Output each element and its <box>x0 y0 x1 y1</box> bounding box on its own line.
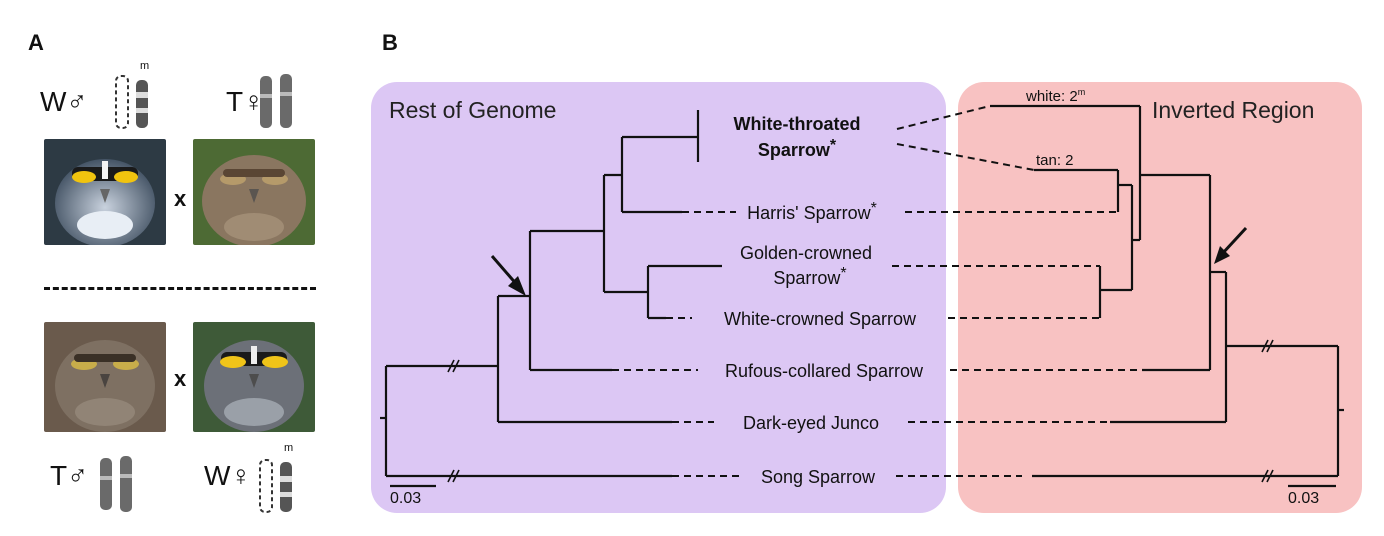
panel-b-letter: B <box>382 30 398 55</box>
top-left-m-mark: m <box>140 60 150 72</box>
rest-of-genome-title: Rest of Genome <box>389 97 556 123</box>
rest-of-genome-region <box>371 82 946 513</box>
taxon-label-golden-crowned-line2: Sparrow* <box>773 265 846 288</box>
taxon-label-golden-crowned: Golden-crowned <box>740 243 872 263</box>
top-right-sex-label: T♀ <box>226 86 265 117</box>
scale-label-right: 0.03 <box>1288 490 1319 507</box>
white-allele-label: white: 2m <box>1025 87 1085 105</box>
bottom-left-sex-label: T♂ <box>50 460 89 491</box>
tan-morph-female-photo <box>193 139 315 245</box>
node-arrow-left-icon <box>490 255 526 296</box>
top-right-chromosome-icon <box>260 74 292 128</box>
top-left-sex-label: W♂ <box>40 86 88 117</box>
tan-morph-male-photo <box>44 322 166 432</box>
taxon-label-dark-eyed-junco: Dark-eyed Junco <box>743 413 879 433</box>
bottom-right-m-mark: m <box>284 442 294 454</box>
white-morph-female-photo <box>193 322 315 432</box>
bottom-right-chromosome-icon <box>259 459 292 513</box>
taxon-label-white-throated: White-throated <box>734 114 861 134</box>
left-tree-dashes <box>612 105 1142 477</box>
top-left-chromosome-icon <box>115 75 148 129</box>
panel-a-divider <box>44 287 316 290</box>
bottom-left-chromosome-icon <box>100 456 132 512</box>
left-tree-branches <box>380 110 722 478</box>
cross-symbol-bottom: x <box>174 366 187 391</box>
taxon-label-song-sparrow: Song Sparrow <box>761 467 876 487</box>
inverted-region-box <box>958 82 1362 513</box>
taxon-label-white-throated-line2: Sparrow* <box>758 137 837 160</box>
white-morph-male-photo <box>44 139 166 245</box>
bottom-right-sex-label: W♀ <box>204 460 252 491</box>
taxon-label-rufous-collared: Rufous-collared Sparrow <box>725 361 924 381</box>
tan-allele-label: tan: 2 <box>1036 152 1074 169</box>
taxon-label-harris: Harris' Sparrow* <box>747 200 877 223</box>
right-tree-branches <box>990 104 1344 478</box>
scale-label-left: 0.03 <box>390 490 421 507</box>
taxon-label-white-crowned: White-crowned Sparrow <box>724 309 917 329</box>
cross-symbol-top: x <box>174 186 187 211</box>
panel-a-letter: A <box>28 30 44 55</box>
inverted-region-title: Inverted Region <box>1152 97 1314 123</box>
node-arrow-right-icon <box>1214 226 1248 264</box>
